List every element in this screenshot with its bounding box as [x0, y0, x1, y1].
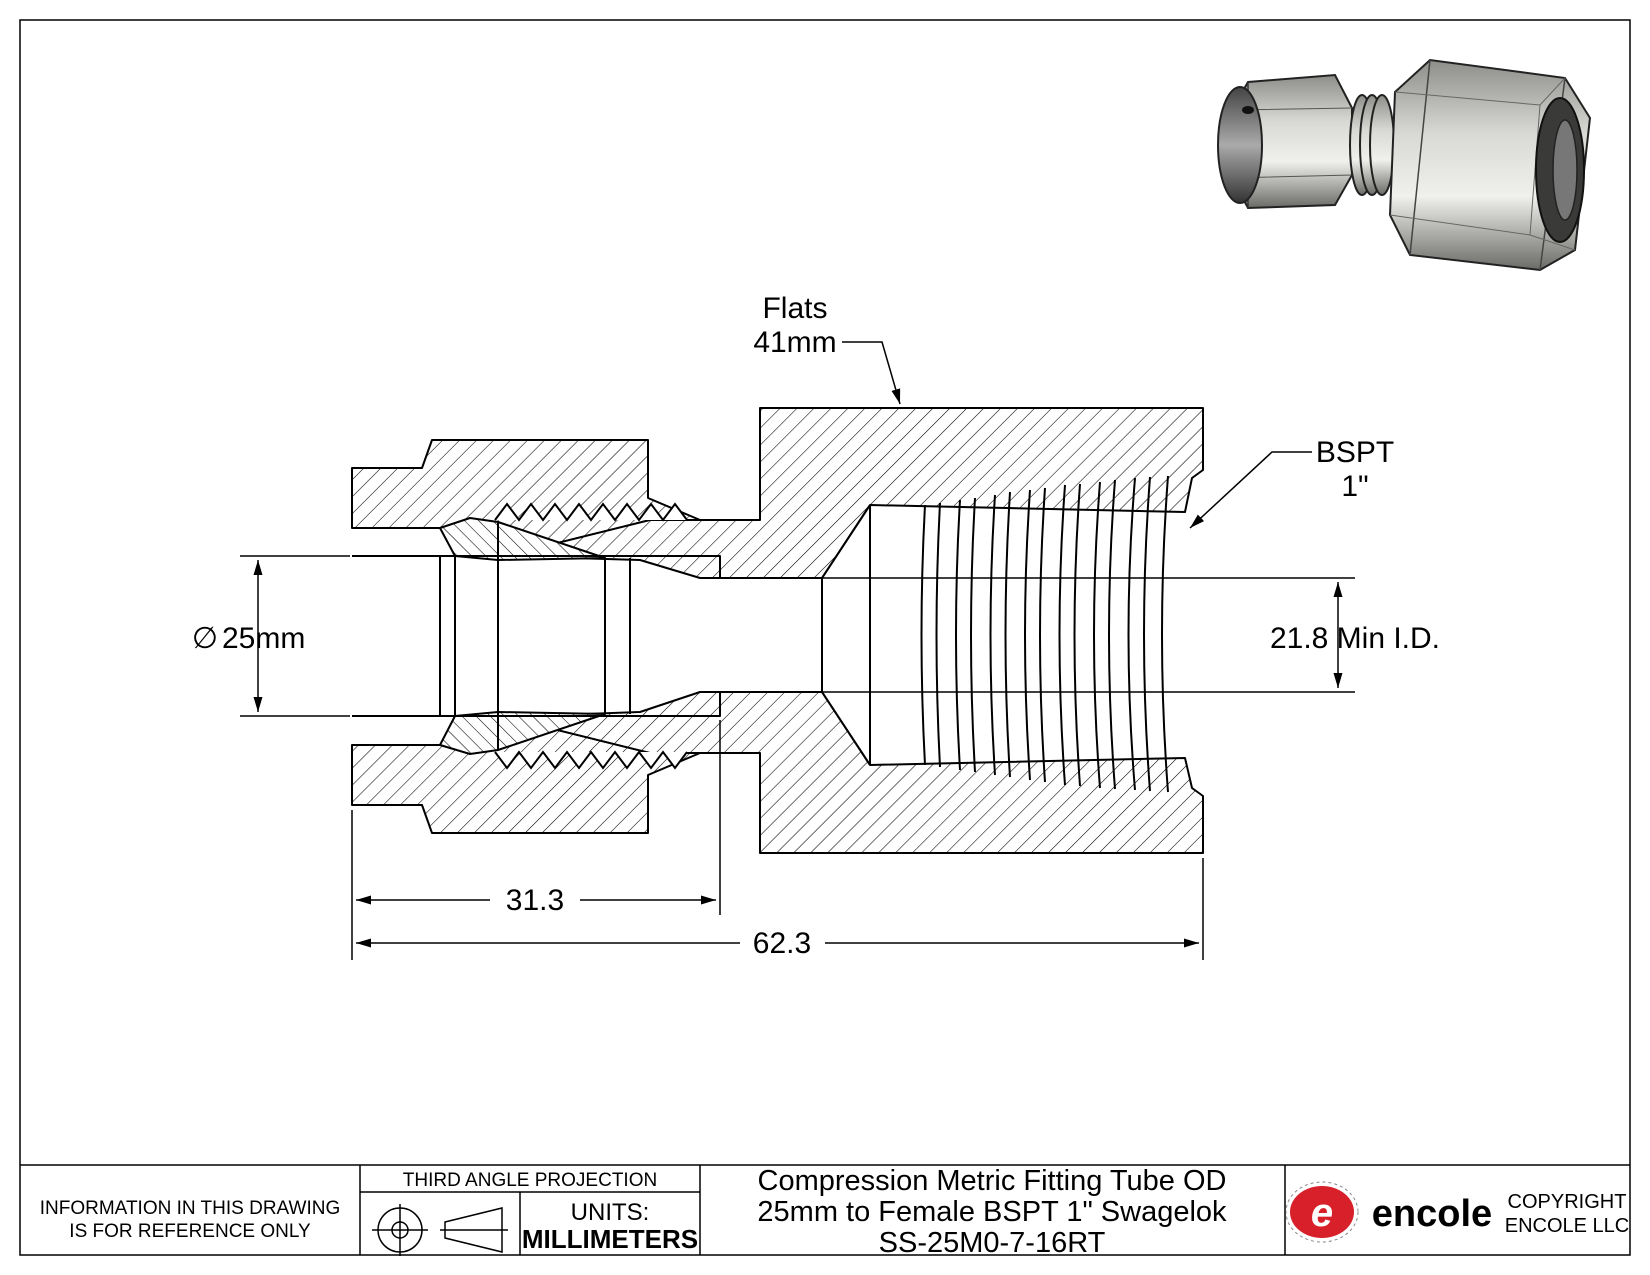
projection-label: THIRD ANGLE PROJECTION	[403, 1170, 657, 1191]
brand-name: encole	[1372, 1193, 1492, 1235]
units-label: UNITS:	[571, 1199, 650, 1226]
svg-text:e: e	[1311, 1191, 1333, 1235]
diameter-value: 25mm	[222, 622, 305, 655]
title-block	[20, 1164, 1630, 1255]
length-body-value: 31.3	[506, 884, 564, 917]
third-angle-projection-icon	[372, 1204, 508, 1256]
copyright-line-1: COPYRIGHT	[1508, 1191, 1627, 1213]
min-id-value: 21.8 Min I.D.	[1270, 622, 1440, 655]
bspt-size: 1"	[1341, 470, 1368, 503]
title-line-1: Compression Metric Fitting Tube OD	[758, 1165, 1227, 1197]
copyright-line-2: ENCOLE LLC	[1505, 1215, 1630, 1237]
female-thread	[920, 475, 1169, 793]
encole-logo-icon: e	[1285, 1181, 1359, 1243]
dimension-lines	[240, 341, 1355, 960]
length-total-value: 62.3	[753, 927, 811, 960]
units-value: MILLIMETERS	[522, 1224, 698, 1254]
flats-label: Flats	[762, 292, 827, 325]
back-ferrule-lower	[439, 711, 499, 755]
title-line-2: 25mm to Female BSPT 1" Swagelok	[757, 1196, 1227, 1228]
male-thread	[494, 502, 688, 770]
tube-bore-outline	[352, 555, 721, 717]
back-ferrule-upper	[439, 517, 499, 561]
title-line-3: SS-25M0-7-16RT	[879, 1227, 1106, 1259]
fitting-render-icon	[1217, 58, 1592, 272]
diameter-symbol: ∅	[192, 622, 218, 655]
disclaimer-line-2: IS FOR REFERENCE ONLY	[69, 1221, 311, 1242]
bspt-label: BSPT	[1316, 436, 1394, 469]
sheet-border	[19, 19, 1631, 1256]
disclaimer-line-1: INFORMATION IN THIS DRAWING	[40, 1198, 340, 1219]
flats-value: 41mm	[753, 326, 836, 359]
